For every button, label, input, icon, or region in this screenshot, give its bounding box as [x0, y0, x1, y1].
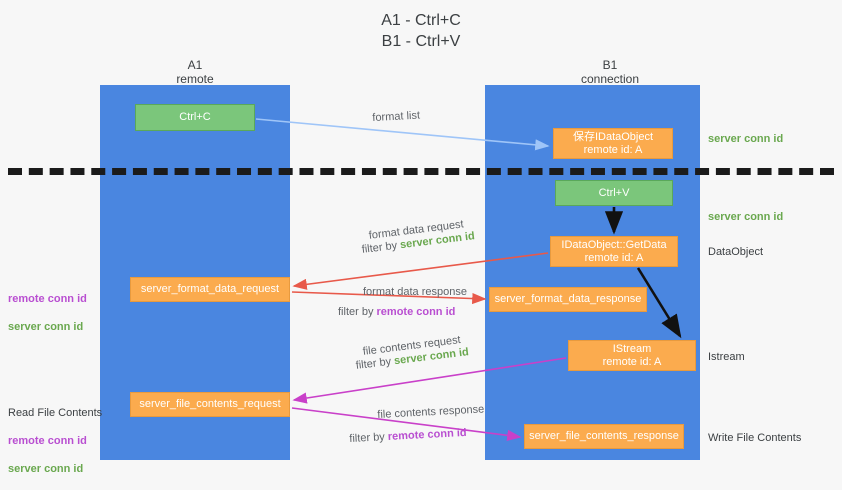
annotation-server-conn-id-top: server conn id [708, 133, 784, 145]
node-server-format-data-request[interactable]: server_format_data_request [130, 277, 290, 302]
column-header-b1: B1 connection [580, 58, 640, 86]
annotation-server-conn-id: server conn id [8, 463, 84, 475]
node-idataobject-getdata[interactable]: IDataObject::GetData remote id: A [550, 236, 678, 267]
column-header-a1: A1 remote [176, 58, 214, 86]
annotation-conn-ids-upper: remote conn id server conn id [8, 278, 100, 348]
annotation-server-conn-id-mid: server conn id [708, 211, 784, 223]
filter-prefix: filter by [355, 355, 395, 372]
annotation-read-file-contents: Read File Contents [8, 407, 103, 419]
annotation-server-conn-id: server conn id [8, 321, 84, 333]
annotation-istream: Istream [708, 351, 745, 363]
node-ctrl-c[interactable]: Ctrl+C [135, 104, 255, 131]
annotation-write-file-contents: Write File Contents [708, 432, 802, 444]
flow-label-file-contents-response: file contents response [377, 403, 485, 421]
filter-value-remote-conn-id: remote conn id [376, 306, 456, 318]
annotation-remote-conn-id: remote conn id [8, 293, 87, 305]
filter-prefix: filter by [361, 239, 401, 256]
annotation-read-file-contents-group: Read File Contents remote conn id server… [8, 392, 126, 490]
annotation-remote-conn-id: remote conn id [8, 435, 87, 447]
node-ctrl-v[interactable]: Ctrl+V [555, 180, 673, 206]
flow-label-format-data-response: format data response [363, 286, 467, 298]
phase-separator [8, 168, 834, 175]
page-title: A1 - Ctrl+C B1 - Ctrl+V [381, 12, 461, 50]
filter-value-remote-conn-id: remote conn id [387, 426, 467, 443]
flow-label-format-list: format list [372, 109, 421, 124]
node-save-idataobject[interactable]: 保存IDataObject remote id: A [553, 128, 673, 159]
flow-filter-file-contents-response: filter by remote conn id [349, 426, 467, 447]
filter-prefix: filter by [349, 430, 389, 445]
annotation-dataobject: DataObject [708, 246, 764, 258]
node-server-format-data-response[interactable]: server_format_data_response [489, 287, 647, 312]
filter-prefix: filter by [338, 306, 377, 318]
node-server-file-contents-response[interactable]: server_file_contents_response [524, 424, 684, 449]
flow-filter-format-data-response: filter by remote conn id [338, 305, 455, 320]
node-server-file-contents-request[interactable]: server_file_contents_request [130, 392, 290, 417]
node-istream[interactable]: IStream remote id: A [568, 340, 696, 371]
